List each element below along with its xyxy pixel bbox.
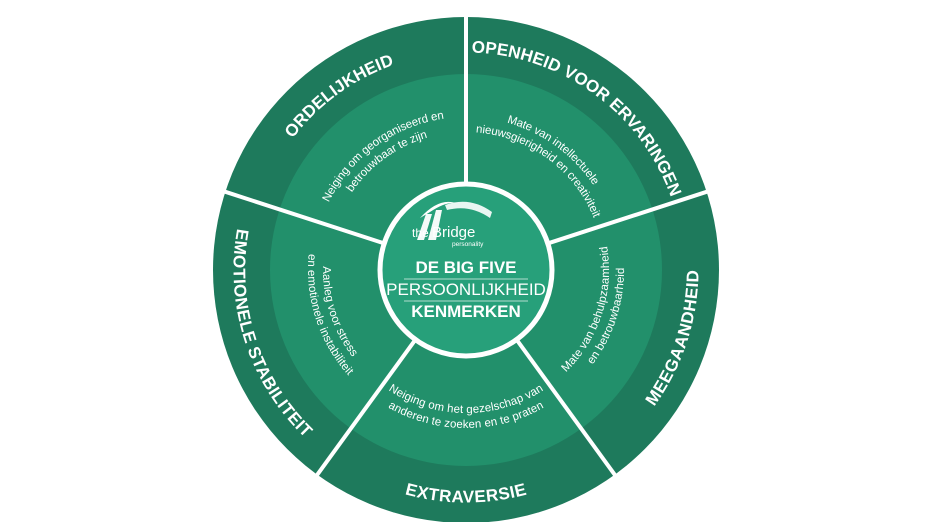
segment-dividers <box>222 15 710 478</box>
logo-the-text: the <box>412 226 429 240</box>
segment-divider <box>547 189 710 246</box>
segment-divider <box>514 338 618 478</box>
center-hub: the Bridge personality DE BIG FIVE PERSO… <box>377 181 555 359</box>
center-outline <box>377 181 555 359</box>
center-title-line3: KENMERKEN <box>411 302 521 321</box>
segment-divider <box>314 338 418 478</box>
logo-bridge-text: Bridge <box>432 224 475 241</box>
logo: the Bridge personality <box>412 201 492 248</box>
bridge-arch-icon <box>417 201 492 240</box>
center-title-line1: DE BIG FIVE <box>415 258 516 277</box>
segment-divider <box>222 189 385 246</box>
logo-sub-text: personality <box>452 241 484 248</box>
center-title-line2: PERSOONLIJKHEID <box>386 280 546 299</box>
